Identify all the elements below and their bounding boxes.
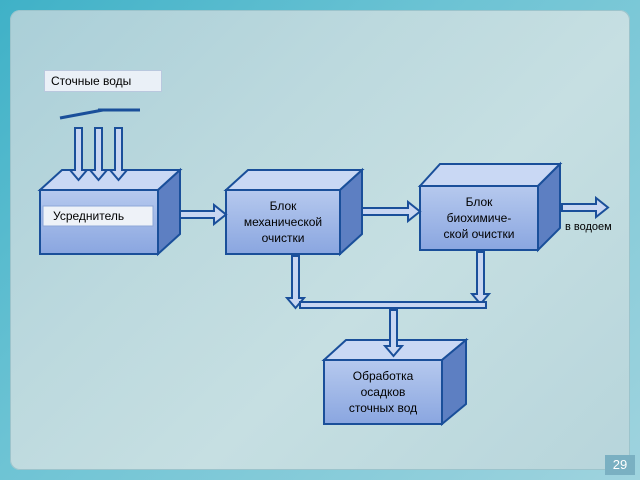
biochemical-label-line1: Блок (465, 195, 493, 209)
collector-bar (299, 301, 487, 309)
arrow-mechanical-to-biochemical (361, 199, 422, 224)
mechanical-label: Блок механической очистки (226, 198, 340, 246)
arrow-to-outlet (561, 195, 610, 220)
biochemical-box (417, 161, 563, 253)
page-number: 29 (605, 455, 635, 475)
mechanical-label-line2: механической (243, 215, 323, 229)
inlet-arrow-2 (87, 127, 110, 182)
outlet-label: в водоем (565, 221, 612, 233)
biochemical-label: Блок биохимиче- ской очистки (420, 194, 538, 242)
equalizer-label-text: Усреднитель (53, 209, 125, 223)
equalizer-box (37, 167, 183, 257)
sludge-box (321, 337, 469, 427)
arrow-biochemical-down (469, 251, 492, 306)
arrow-equalizer-to-mechanical (179, 202, 228, 227)
arrow-mechanical-down (284, 255, 307, 310)
mechanical-label-line1: Блок (269, 199, 297, 213)
sludge-label-line3: сточных вод (348, 401, 418, 415)
equalizer-label: Усреднитель (43, 208, 153, 224)
inlet-arrow-1 (67, 127, 90, 182)
mechanical-label-line3: очистки (261, 231, 305, 245)
sludge-label-line2: осадков (360, 385, 406, 399)
biochemical-label-line2: биохимиче- (446, 211, 512, 225)
arrow-to-sludge (382, 309, 405, 358)
sludge-label-line1: Обработка (352, 369, 414, 383)
biochemical-label-line3: ской очистки (443, 227, 515, 241)
source-label-text: Сточные воды (51, 74, 132, 88)
mechanical-box (223, 167, 365, 257)
source-label: Сточные воды (44, 70, 162, 92)
sludge-label: Обработка осадков сточных вод (324, 368, 442, 416)
inlet-line (59, 108, 140, 120)
inlet-arrow-3 (107, 127, 130, 182)
